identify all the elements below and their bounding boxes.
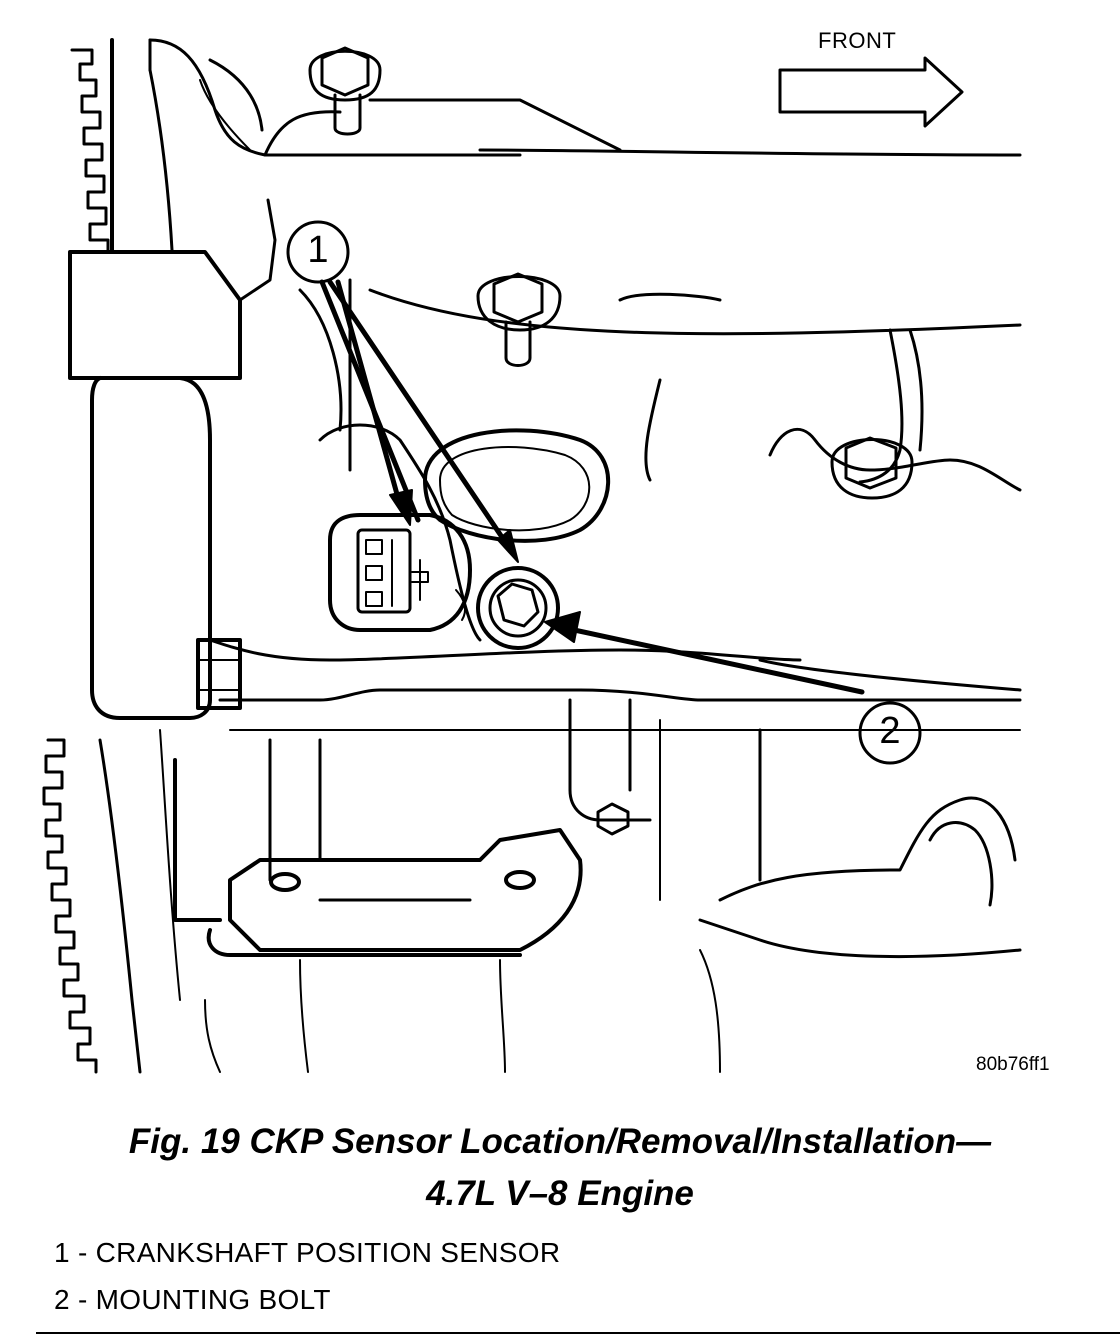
crankshaft-position-sensor	[328, 513, 472, 632]
figure-caption-line-1: Fig. 19 CKP Sensor Location/Removal/Inst…	[128, 1122, 992, 1161]
legend-item: 2 - MOUNTING BOLT	[54, 1284, 331, 1315]
callout-number-1: 1	[307, 229, 329, 271]
divider	[36, 1332, 1120, 1334]
mounting-bolt	[476, 566, 560, 650]
engine-diagram	[42, 38, 1022, 1074]
flywheel-ring-gear	[42, 38, 181, 1074]
engine-bracket	[206, 828, 583, 957]
lower-bolt	[196, 638, 630, 836]
figure-code: 80b76ff1	[976, 1054, 1050, 1075]
right-bolt	[830, 436, 914, 500]
front-direction-arrow	[778, 56, 964, 128]
upper-bolt	[308, 46, 382, 136]
middle-bolt	[476, 272, 562, 367]
callout-number-2: 2	[879, 710, 901, 752]
engine-block	[68, 38, 1022, 1073]
figure-caption-line-2: 4.7L V–8 Engine	[426, 1174, 694, 1213]
legend-item: 1 - CRANKSHAFT POSITION SENSOR	[54, 1237, 561, 1268]
front-label: FRONT	[818, 28, 897, 53]
callout-2	[544, 611, 922, 765]
callout-1	[286, 220, 519, 563]
